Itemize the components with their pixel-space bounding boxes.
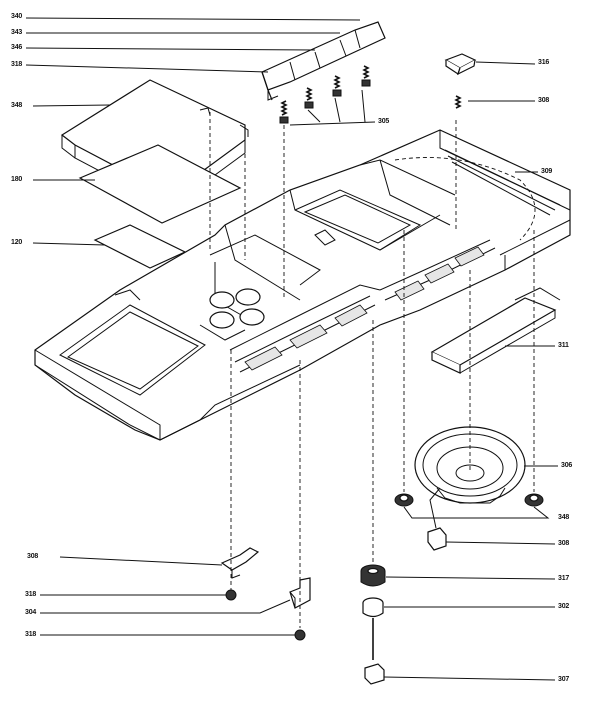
label-305: 305 [378,118,390,125]
label-348: 348 [11,102,23,109]
label-308-right: 308 [558,540,570,547]
sheet-120 [93,224,187,269]
label-306: 306 [561,462,573,469]
part-307 [364,663,385,685]
base-housing [34,129,571,441]
part-302 [362,597,384,660]
label-304: 304 [25,609,37,616]
label-340: 340 [11,13,23,20]
label-309: 309 [541,168,553,175]
bracket-309 [220,547,260,579]
label-316: 316 [538,59,550,66]
springs [279,65,462,124]
label-318-b: 318 [25,631,37,638]
sheet-180 [78,144,242,224]
label-180: 180 [11,176,23,183]
label-307: 307 [558,676,570,683]
label-317: 317 [558,575,570,582]
grommets [394,493,544,507]
label-311: 311 [558,342,569,349]
button-bar [261,21,386,101]
label-348-right: 348 [558,514,570,521]
label-308-left: 308 [27,553,39,560]
label-346: 346 [11,44,23,51]
label-318-top: 318 [11,61,23,68]
label-343: 343 [11,29,23,36]
label-120: 120 [11,239,23,246]
screw-318-b [294,629,306,641]
label-308-top: 308 [538,97,550,104]
knob-316 [444,53,477,76]
assembly-lines [209,112,536,628]
knob-317 [360,564,386,587]
label-302: 302 [558,603,570,610]
leader-lines [25,17,558,681]
door-311 [430,287,561,374]
label-318-a: 318 [25,591,37,598]
screw-318-a [225,589,237,601]
plug-308 [427,487,447,551]
